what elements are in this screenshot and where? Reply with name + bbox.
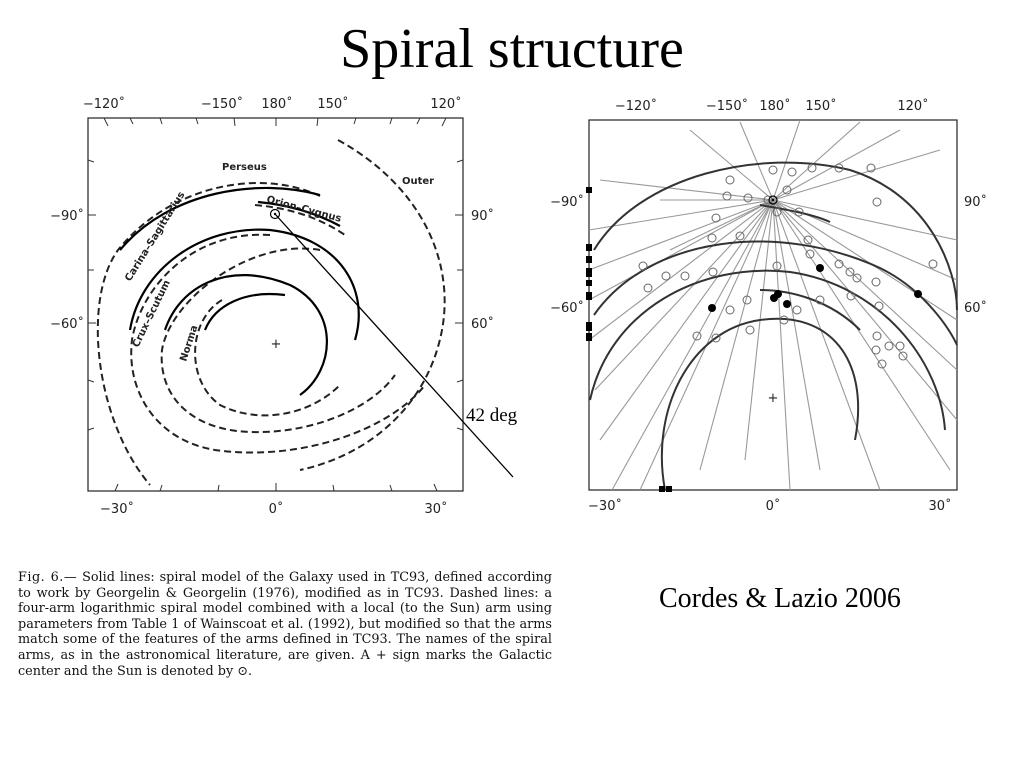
pulsar-markers-filled	[708, 264, 922, 312]
right-left-tick: −90˚	[550, 194, 584, 210]
left-right-tick: 90˚	[471, 208, 494, 224]
dashed-arm-norma	[194, 299, 341, 417]
caption-fig-label: Fig. 6.—	[18, 570, 78, 585]
figure-caption: Fig. 6.— Solid lines: spiral model of th…	[18, 570, 552, 679]
dashed-arm-perseus	[96, 182, 321, 486]
right-model-diagram: −120˚ −150˚ 180˚ 150˚ 120˚ −90˚ −60˚ 90˚…	[550, 98, 987, 514]
right-right-tick: 90˚	[964, 194, 987, 210]
right-top-tick: 150˚	[805, 98, 836, 114]
arm-label-norma: Norma	[178, 324, 200, 363]
dashed-arm-orion	[254, 204, 346, 236]
left-plot-frame	[87, 117, 464, 492]
left-top-tick: 120˚	[430, 96, 461, 112]
left-spiral-diagram: −120˚ −150˚ 180˚ 150˚ 120˚ −90˚ −60˚ 90˚…	[50, 96, 518, 517]
solid-spiral-arms	[119, 186, 360, 396]
model-arm-carina	[589, 269, 946, 431]
solid-arm-norma	[203, 293, 286, 331]
right-right-tick: 60˚	[964, 300, 987, 316]
left-left-tick: −60˚	[50, 316, 84, 332]
left-top-tick: 180˚	[261, 96, 292, 112]
right-top-tick: 120˚	[897, 98, 928, 114]
radial-sightlines	[588, 119, 958, 491]
dashed-arm-carina	[130, 233, 426, 454]
galactic-center-marker-right: +	[768, 391, 779, 406]
arm-label-outer: Outer	[402, 176, 434, 187]
model-arm-norma	[759, 289, 861, 331]
solid-arm-carina	[128, 228, 360, 341]
left-left-tick: −90˚	[50, 208, 84, 224]
left-top-tick: −150˚	[201, 96, 243, 112]
dashed-arm-crux	[160, 247, 396, 434]
right-top-tick: −150˚	[706, 98, 748, 114]
model-arm-local	[759, 204, 831, 223]
sun-marker-right	[768, 195, 778, 205]
model-arm-crux	[660, 317, 860, 491]
model-arm-outer	[593, 161, 958, 311]
galactic-center-marker: +	[271, 337, 282, 352]
solid-arm-perseus	[119, 186, 321, 251]
right-top-tick: −120˚	[615, 98, 657, 114]
left-bottom-tick: 0˚	[269, 501, 284, 517]
right-top-tick: 180˚	[759, 98, 790, 114]
right-left-tick: −60˚	[550, 300, 584, 316]
pulsar-markers-open	[638, 163, 938, 369]
left-top-tick: 150˚	[317, 96, 348, 112]
model-spiral-arms	[589, 161, 958, 491]
line-of-sight	[274, 213, 514, 478]
solid-arm-orion	[257, 200, 341, 227]
citation-credit: Cordes & Lazio 2006	[659, 583, 901, 614]
model-arm-perseus	[593, 240, 958, 346]
solid-arm-crux	[163, 274, 328, 396]
dashed-spiral-arms	[96, 139, 446, 486]
caption-text: Solid lines: spiral model of the Galaxy …	[18, 570, 552, 679]
right-bottom-tick: 0˚	[766, 498, 781, 514]
right-bottom-tick: 30˚	[928, 498, 951, 514]
left-bottom-tick: 30˚	[424, 501, 447, 517]
left-right-tick: 60˚	[471, 316, 494, 332]
left-bottom-tick: −30˚	[100, 501, 134, 517]
angle-annotation: 42 deg	[466, 405, 518, 426]
right-bottom-tick: −30˚	[588, 498, 622, 514]
arm-label-crux-scutum: Crux–Scutum	[131, 279, 173, 350]
edge-square-markers	[586, 187, 672, 492]
left-top-tick: −120˚	[83, 96, 125, 112]
arm-label-perseus: Perseus	[222, 162, 267, 173]
dashed-arm-outer	[299, 139, 446, 471]
left-frame-ticks	[87, 117, 464, 492]
right-plot-frame	[588, 119, 958, 491]
slide-title: Spiral structure	[340, 18, 684, 80]
